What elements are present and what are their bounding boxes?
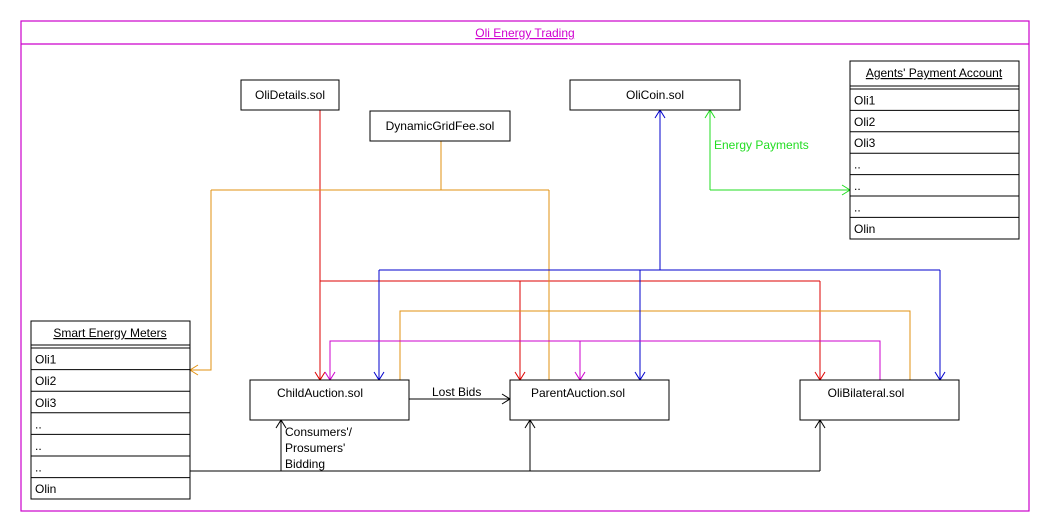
payment-account-table: Agents' Payment Account Oli1Oli2Oli3....…	[849, 60, 1020, 240]
frame: Oli Energy Trading	[20, 20, 1030, 512]
oli-coin-box: OliCoin.sol	[569, 79, 741, 111]
payment-account-row: Oli2	[854, 115, 876, 129]
smart-meters-row: Oli2	[35, 374, 57, 388]
bilateral-connectors	[324, 340, 881, 381]
child-auction-box: ChildAuction.sol	[249, 379, 410, 421]
bidding-label-line2: Prosumers'	[285, 441, 345, 455]
oli-coin-label: OliCoin.sol	[626, 88, 684, 102]
smart-meters-row: ..	[35, 461, 42, 475]
payment-account-row: Oli3	[854, 136, 876, 150]
diagram-title: Oli Energy Trading	[475, 26, 574, 40]
smart-meters-row: ..	[35, 439, 42, 453]
coin-connectors	[373, 109, 946, 381]
payment-connectors	[704, 109, 851, 196]
lost-bids-label: Lost Bids	[432, 385, 481, 399]
parent-auction-box: ParentAuction.sol	[509, 379, 670, 421]
energy-payments-label: Energy Payments	[714, 138, 809, 152]
dynamic-grid-fee-box: DynamicGridFee.sol	[369, 110, 511, 142]
oli-details-box: OliDetails.sol	[240, 79, 340, 111]
payment-account-row: Oli1	[854, 93, 876, 107]
smart-meters-row: ..	[35, 417, 42, 431]
child-auction-label: ChildAuction.sol	[277, 386, 363, 400]
parent-auction-label: ParentAuction.sol	[531, 386, 625, 400]
oli-bilateral-label: OliBilateral.sol	[828, 386, 905, 400]
payment-account-header: Agents' Payment Account	[866, 66, 1003, 80]
bidding-connectors	[190, 393, 826, 472]
bidding-label-line3: Bidding	[285, 457, 325, 471]
payment-account-row: ..	[854, 200, 861, 214]
smart-meters-header: Smart Energy Meters	[53, 326, 166, 340]
oli-details-label: OliDetails.sol	[255, 88, 325, 102]
bidding-label-line1: Consumers'/	[285, 425, 353, 439]
oli-bilateral-box: OliBilateral.sol	[799, 379, 960, 421]
smart-meters-row: Olin	[35, 482, 56, 496]
details-connectors	[314, 110, 826, 381]
gridfee-connectors	[189, 141, 911, 380]
dynamic-grid-fee-label: DynamicGridFee.sol	[386, 119, 495, 133]
payment-account-row: Olin	[854, 222, 875, 236]
smart-meters-row: Oli1	[35, 353, 57, 367]
smart-meters-row: Oli3	[35, 396, 57, 410]
payment-account-row: ..	[854, 179, 861, 193]
payment-account-row: ..	[854, 158, 861, 172]
